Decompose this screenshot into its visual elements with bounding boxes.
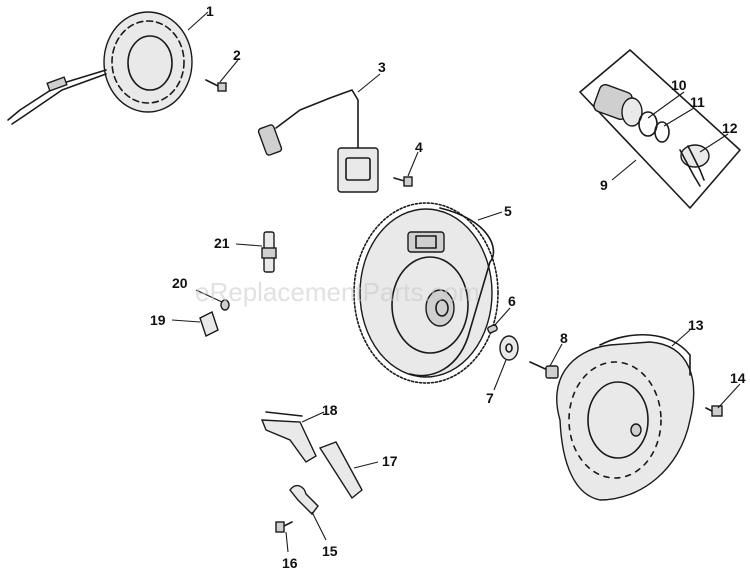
callout-6: 6 (508, 293, 516, 309)
screw-part-4 (393, 176, 413, 187)
clip-part-19 (199, 311, 219, 337)
callout-2: 2 (233, 47, 241, 63)
callout-16: 16 (282, 555, 298, 571)
callout-15: 15 (322, 543, 338, 559)
bracket-part-15 (289, 484, 319, 516)
screw-part-14 (705, 405, 723, 417)
callout-19: 19 (150, 312, 166, 328)
blower-fan-part (556, 333, 695, 501)
bracket-part-18 (260, 411, 317, 463)
callout-18: 18 (322, 402, 338, 418)
callout-12: 12 (722, 120, 738, 136)
callout-8: 8 (560, 330, 568, 346)
callout-11: 11 (690, 94, 705, 110)
screw-part-16 (275, 521, 293, 533)
callout-9: 9 (600, 177, 608, 193)
callout-4: 4 (415, 139, 423, 155)
flywheel-part (353, 202, 499, 384)
flywheel-bolt-part (529, 361, 559, 379)
callout-5: 5 (504, 203, 512, 219)
callout-3: 3 (378, 59, 386, 75)
callout-7: 7 (486, 390, 494, 406)
ignition-module-part (257, 89, 379, 193)
spark-plug-part (261, 231, 277, 273)
flywheel-key-part (487, 324, 498, 334)
callout-21: 21 (214, 235, 230, 251)
callout-10: 10 (671, 77, 687, 93)
washer-part-7 (499, 335, 519, 361)
stator-part (7, 11, 193, 125)
watermark-text: eReplacementParts.com (195, 277, 480, 307)
screw-part-2 (205, 79, 227, 92)
leader-lines (171, 11, 741, 553)
callout-20: 20 (172, 275, 188, 291)
callout-17: 17 (382, 453, 398, 469)
callout-1: 1 (206, 3, 214, 19)
callout-14: 14 (730, 370, 746, 386)
callout-13: 13 (688, 317, 704, 333)
key-switch-assembly-part (579, 49, 741, 209)
callout-labels: 1 2 3 4 5 6 7 8 9 10 11 12 13 14 15 16 1… (150, 3, 746, 571)
nut-part-20 (220, 299, 230, 311)
baffle-part-17 (318, 441, 363, 500)
